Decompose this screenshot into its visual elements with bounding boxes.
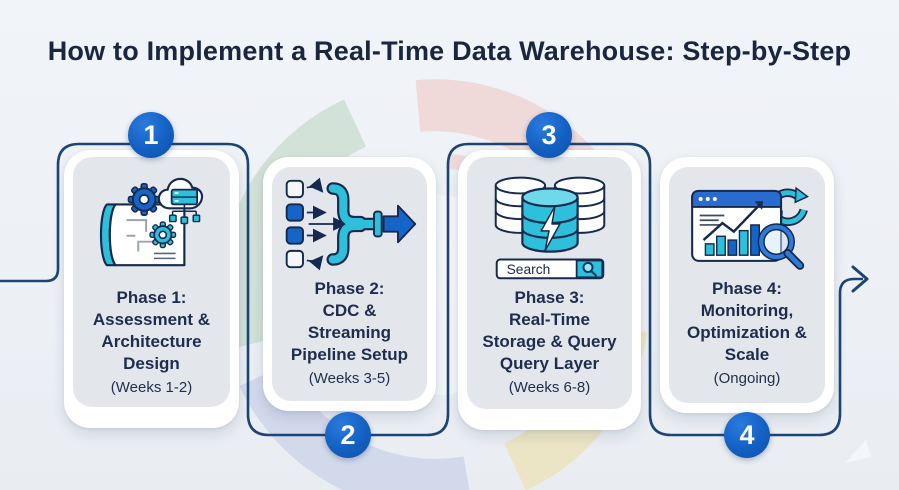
phase-card-2: Phase 2: CDC & Streaming Pipeline Setup …	[263, 157, 436, 411]
phase-1-title: Phase 1: Assessment & Architecture Desig…	[92, 288, 211, 374]
phase-2-title: Phase 2: CDC & Streaming Pipeline Setup	[290, 279, 409, 365]
phase-card-1: Phase 1: Assessment & Architecture Desig…	[64, 150, 239, 428]
database-lightning-search-icon: Search	[494, 176, 605, 280]
phase-2-duration: (Weeks 3-5)	[308, 370, 391, 388]
watermark-arrow-shape	[845, 440, 871, 463]
phase-4-duration: (Ongoing)	[713, 370, 781, 388]
phase-card-4: Phase 4: Monitoring, Optimization & Scal…	[660, 157, 834, 413]
phase-3-title: Phase 3: Real-Time Storage & Query Query…	[482, 288, 617, 374]
step-badge-2: 2	[325, 412, 371, 458]
phase-card-3: Search Phase 3: Real-Time Storage & Quer…	[458, 150, 641, 430]
page-title: How to Implement a Real-Time Data Wareho…	[47, 36, 852, 66]
step-badge-1: 1	[128, 112, 174, 158]
phase-panel-4: Phase 4: Monitoring, Optimization & Scal…	[669, 167, 825, 403]
search-bar-text: Search	[506, 261, 550, 277]
cdc-streaming-merge-arrow-icon	[285, 177, 416, 271]
step-badge-3: 3	[526, 112, 572, 158]
phase-2-icon-box	[279, 172, 421, 276]
phase-3-duration: (Weeks 6-8)	[508, 379, 591, 397]
phase-1-icon-box	[87, 165, 217, 285]
phase-panel-2: Phase 2: CDC & Streaming Pipeline Setup …	[272, 167, 427, 401]
phase-1-duration: (Weeks 1-2)	[110, 379, 193, 397]
phase-panel-1: Phase 1: Assessment & Architecture Desig…	[73, 157, 230, 407]
step-badge-4: 4	[724, 412, 770, 458]
phase-4-icon-box	[677, 172, 817, 276]
flow-connector-line	[0, 142, 863, 437]
dashboard-refresh-magnifier-icon	[691, 186, 809, 270]
watermark-green-arc	[218, 99, 367, 351]
phase-4-title: Phase 4: Monitoring, Optimization & Scal…	[687, 279, 807, 365]
phase-panel-3: Search Phase 3: Real-Time Storage & Quer…	[467, 157, 632, 409]
search-magnifier-icon	[581, 261, 594, 273]
phase-3-icon-box: Search	[476, 165, 624, 285]
flow-arrow-icon	[851, 265, 869, 293]
blueprint-gears-cloud-icon	[99, 177, 203, 267]
